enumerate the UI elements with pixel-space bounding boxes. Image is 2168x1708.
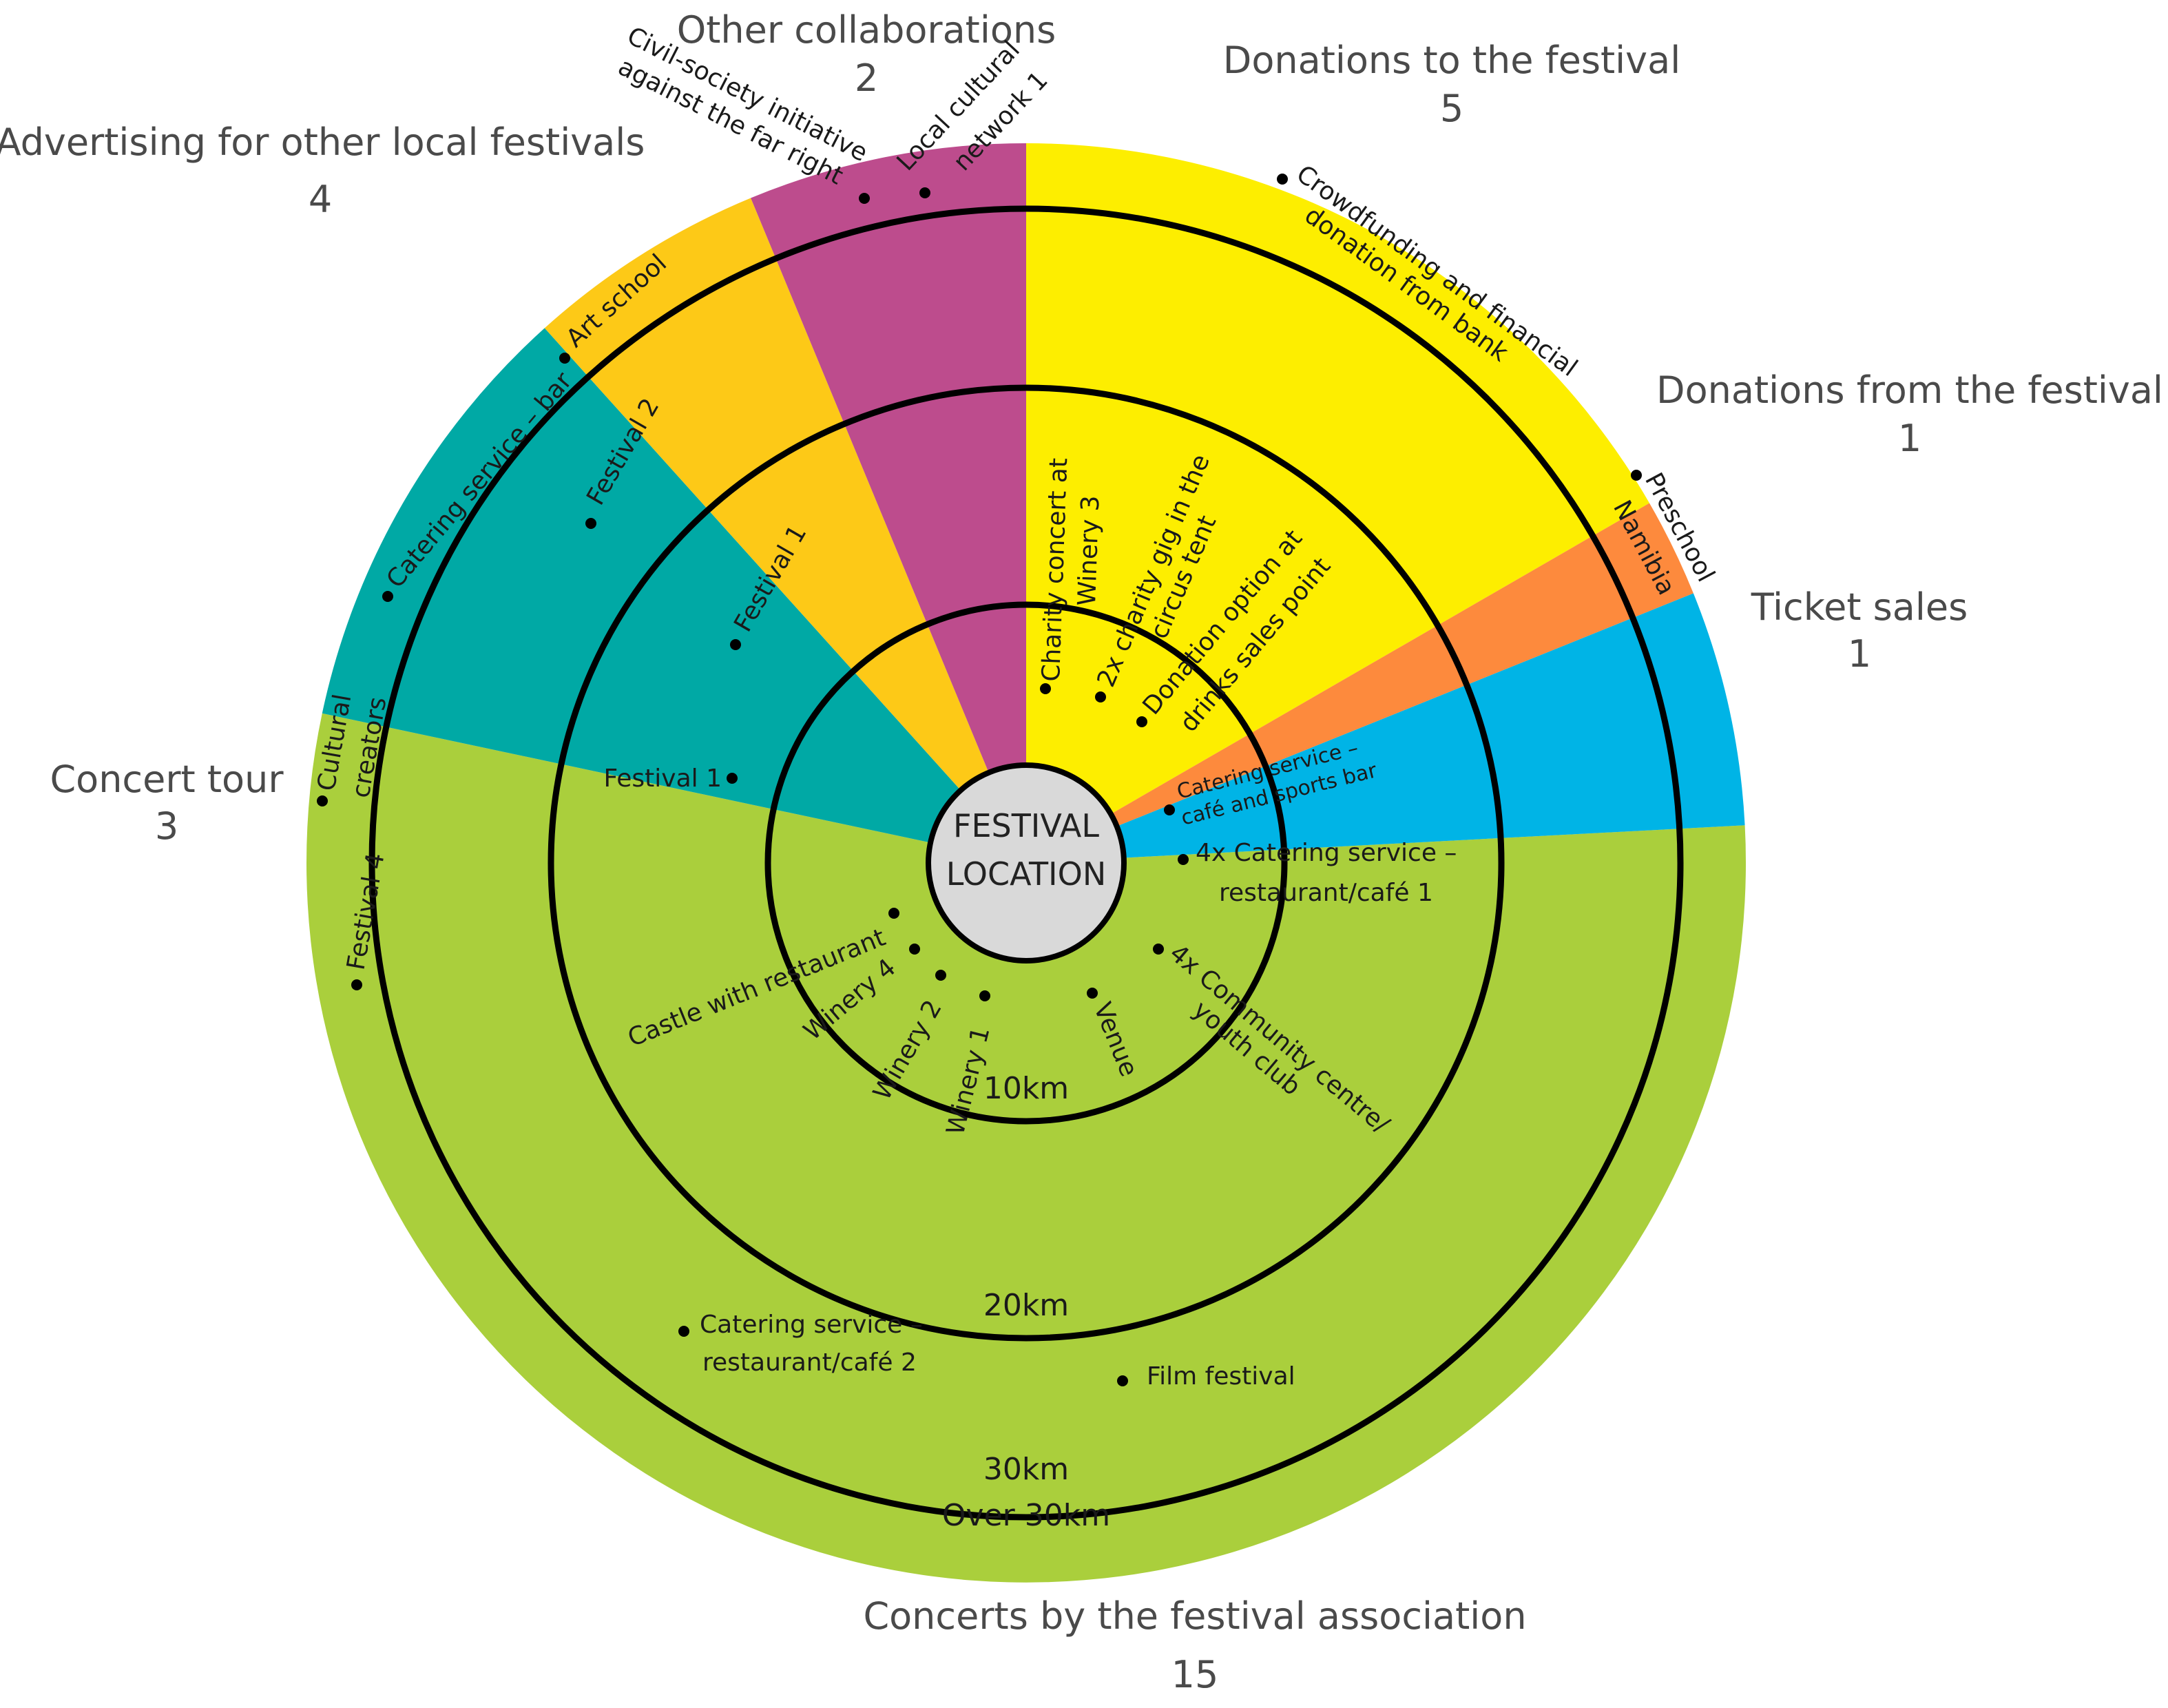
dot-castle	[888, 908, 899, 919]
category-concerts-name: Concerts by the festival association	[863, 1594, 1526, 1638]
dot-catering-bar	[382, 591, 393, 602]
category-donations-to-name: Donations to the festival	[1223, 39, 1680, 82]
item-dots	[317, 174, 1642, 1386]
category-ticket-sales-name: Ticket sales	[1751, 585, 1968, 629]
dot-donation-option	[1136, 716, 1147, 727]
dot-winery4	[909, 944, 920, 955]
dot-catering-cafe-sports	[1164, 804, 1175, 815]
item-catering-rest2-line2: restaurant/café 2	[702, 1348, 917, 1377]
ring-20km	[548, 384, 1505, 1342]
dot-art-school	[559, 353, 570, 364]
ring-label-20km: 20km	[983, 1288, 1069, 1323]
item-catering-rest2-line1: Catering service –	[700, 1311, 923, 1339]
dot-winery1	[979, 990, 990, 1001]
item-film-festival: Film festival	[1147, 1362, 1295, 1391]
ring-label-10km: 10km	[983, 1071, 1069, 1106]
dot-crowdfunding	[1277, 174, 1288, 185]
sector-other-collaborations	[751, 143, 1026, 863]
sector-concert-tour	[322, 328, 1026, 863]
item-catering-rest1-line1: 4x Catering service –	[1196, 839, 1457, 867]
dot-festival2	[585, 518, 596, 529]
dot-venue	[1087, 988, 1098, 999]
sector-ticket-sales	[1026, 593, 1745, 863]
dot-local-network	[919, 187, 930, 198]
sector-concerts	[306, 713, 1747, 1583]
dot-cultural-creators	[317, 795, 328, 806]
dot-charity-gig	[1095, 691, 1106, 702]
dot-film-festival	[1117, 1375, 1128, 1386]
category-other-collaborations-count: 2	[855, 56, 878, 100]
dot-civil-society	[859, 193, 870, 204]
dot-preschool	[1631, 470, 1642, 481]
ring-label-30km: 30km	[983, 1452, 1069, 1487]
category-concerts-count: 15	[1171, 1653, 1219, 1696]
ring-10km	[764, 601, 1288, 1125]
center-label-line1: FESTIVAL	[953, 807, 1099, 844]
ring-30km	[368, 205, 1684, 1521]
category-donations-to-count: 5	[1440, 87, 1463, 130]
dot-catering-rest1	[1178, 854, 1189, 865]
category-donations-from-name: Donations from the festival	[1656, 368, 2163, 412]
category-ticket-sales-count: 1	[1848, 632, 1871, 676]
category-concert-tour-count: 3	[155, 804, 178, 848]
category-concert-tour-name: Concert tour	[50, 758, 284, 801]
sector-advertising	[544, 198, 1026, 863]
item-catering-rest1-line2: restaurant/café 1	[1219, 879, 1433, 907]
dot-charity-concert	[1040, 683, 1051, 694]
dot-catering-rest2	[678, 1326, 689, 1337]
distance-rings	[368, 205, 1684, 1521]
dot-festival4	[351, 979, 362, 990]
item-festival1-tour: Festival 1	[604, 764, 722, 793]
dot-winery2	[935, 970, 946, 981]
category-advertising-count: 4	[309, 178, 332, 221]
ring-label-over-30km: Over 30km	[942, 1498, 1110, 1533]
category-other-collaborations-name: Other collaborations	[677, 8, 1056, 52]
item-charity-concert-line2: Winery 3	[1073, 495, 1105, 607]
category-donations-from-count: 1	[1898, 417, 1921, 460]
center-label-line2: LOCATION	[946, 855, 1107, 893]
dot-community	[1153, 944, 1164, 955]
dot-festival1-tour	[727, 773, 738, 784]
dot-festival1-adv	[730, 639, 741, 650]
sector-donations-from-festival	[1026, 503, 1693, 863]
center-disc	[926, 762, 1127, 964]
category-advertising-name: Advertising for other local festivals	[0, 121, 645, 164]
